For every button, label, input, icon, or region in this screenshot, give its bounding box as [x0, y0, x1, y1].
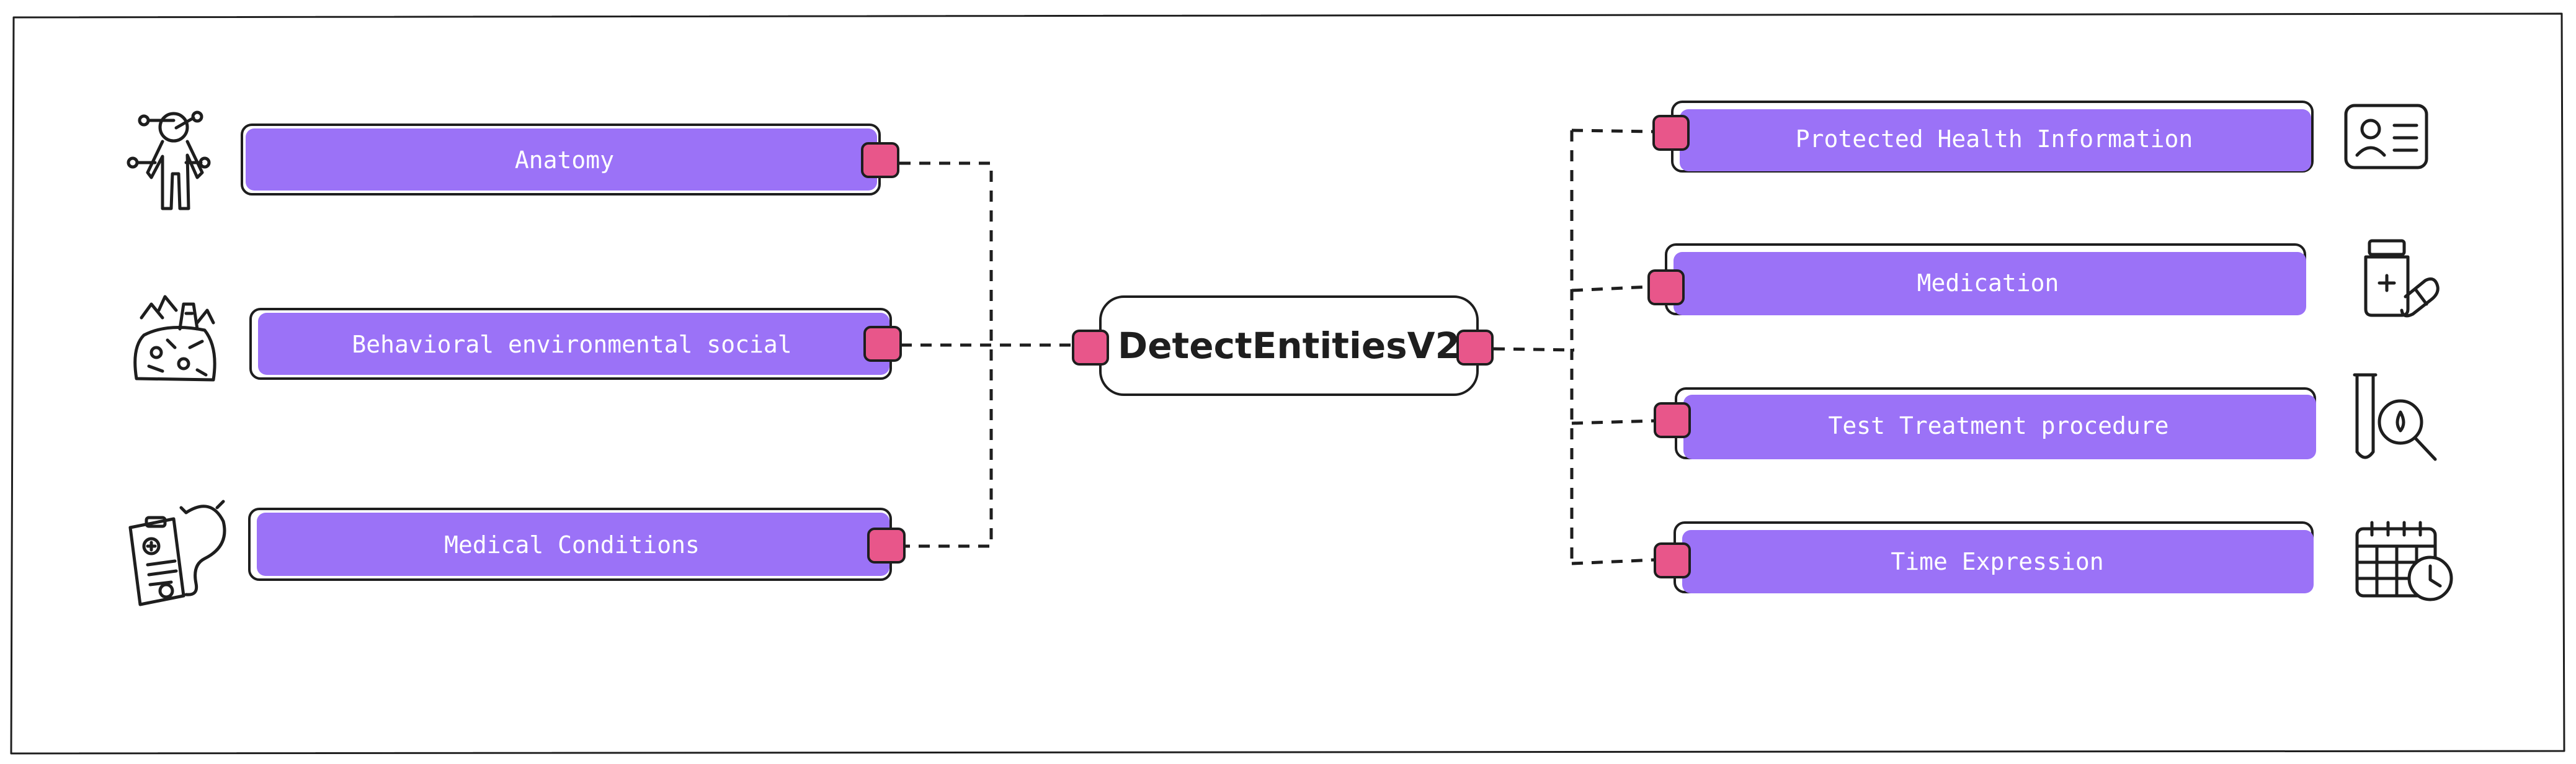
diagram-frame [10, 12, 2565, 755]
id-card-icon [2344, 104, 2428, 169]
medication-connector [1647, 269, 1685, 305]
left-entity-anatomy[interactable]: Anatomy [241, 124, 899, 195]
center-node[interactable]: DetectEntitiesV2 [1072, 295, 1494, 396]
behavioral-environmental-social-icon [133, 295, 216, 382]
behavioral-connector [863, 326, 902, 362]
right-entity-phi[interactable]: Protected Health Information [1652, 101, 2314, 173]
medical-conditions-icon [128, 500, 226, 606]
medical-conditions-connector [867, 528, 906, 564]
center-title: DetectEntitiesV2 [1118, 325, 1460, 367]
center-right-connector [1456, 330, 1494, 366]
right-entity-label: Test Treatment procedure [1828, 412, 2168, 439]
right-entity-medication[interactable]: Medication [1647, 243, 2306, 315]
right-entity-label: Protected Health Information [1796, 125, 2193, 153]
left-entity-label: Behavioral environmental social [352, 331, 791, 358]
time-expression-connector [1654, 542, 1691, 578]
right-connectors [1493, 128, 1656, 565]
anatomy-connector [861, 142, 899, 178]
left-entity-behavioral[interactable]: Behavioral environmental social [249, 308, 902, 380]
test-tube-icon [2353, 373, 2437, 461]
center-left-connector [1072, 330, 1109, 366]
test-treatment-connector [1654, 402, 1691, 438]
calendar-clock-icon [2355, 521, 2453, 601]
left-entity-label: Anatomy [515, 146, 614, 174]
anatomy-icon [127, 110, 211, 210]
right-entity-label: Time Expression [1891, 548, 2103, 575]
left-entity-label: Medical Conditions [444, 531, 700, 559]
left-entity-medical-conditions[interactable]: Medical Conditions [248, 508, 906, 581]
medication-icon [2364, 239, 2440, 318]
left-connectors [899, 161, 1072, 548]
right-entity-time-expression[interactable]: Time Expression [1654, 521, 2314, 593]
right-entity-test-treatment[interactable]: Test Treatment procedure [1654, 387, 2316, 459]
phi-connector [1652, 115, 1690, 151]
right-entity-label: Medication [1917, 269, 2059, 297]
